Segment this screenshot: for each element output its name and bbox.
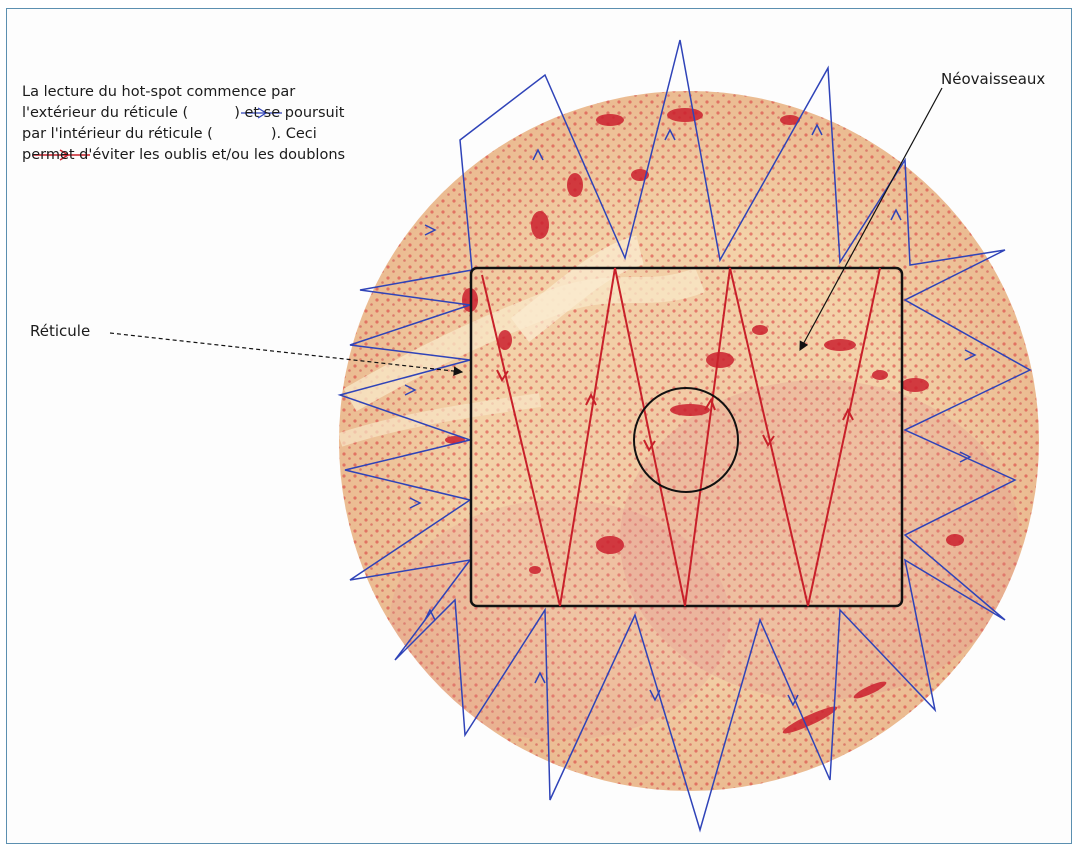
- inner-reading-path: [481, 267, 881, 607]
- neovaisseaux-label: Néovaisseaux: [941, 70, 1046, 88]
- microscopy-field: [339, 91, 1039, 791]
- reticule-leader-line: [109, 332, 464, 376]
- caption-part-1: La lecture du hot-spot commence par l'ex…: [22, 84, 296, 121]
- reticule-label: Réticule: [30, 322, 91, 340]
- caption-part-3: ). Ceci permet d'éviter les oublis et/ou…: [22, 126, 346, 163]
- inner-path-arrows: [496, 369, 854, 452]
- caption-red-arrow-icon: [33, 149, 90, 161]
- hot-spot-circle: [633, 387, 739, 493]
- caption-part-2: ) et se poursuit par l'intérieur du réti…: [22, 105, 345, 142]
- reticule-frame: [469, 266, 904, 608]
- caption-blue-arrow-icon: [241, 107, 282, 119]
- neovaisseaux-leader-line: [799, 87, 943, 352]
- outer-path-arrows: [404, 123, 977, 707]
- caption-text: La lecture du hot-spot commence par l'ex…: [22, 82, 367, 166]
- outer-reading-path: [337, 39, 1032, 833]
